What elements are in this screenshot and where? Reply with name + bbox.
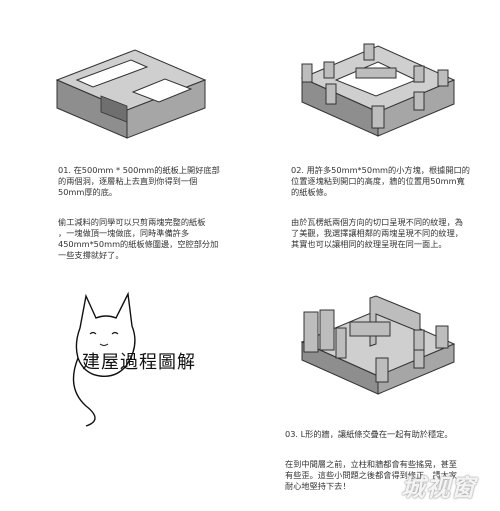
step-2-note: 由於瓦楞紙兩個方向的切口呈現不同的紋理，為 了美觀，我選擇讓相鄰的兩塊呈現不同的… (291, 217, 463, 249)
posts-illustration (300, 43, 456, 137)
step-3-paragraph: 03. L形的牆，讓紙條交疊在一起有助於穩定。 (285, 429, 453, 439)
page-title: 建屋過程圖解 (82, 352, 196, 373)
step-1-text: 01. 在500mm * 500mm的紙板上開好底部 的兩個洞，逐層粘上去直到你… (58, 154, 248, 280)
base-slab-illustration (55, 49, 207, 139)
step-1-note: 偷工減料的同學可以只剪兩塊完整的紙板 ，一塊做頂一塊做底，同時準備許多 450m… (58, 217, 219, 260)
step-2-text: 02. 用許多50mm*50mm的小方塊，根據開口的 位置逐塊粘到開口的高度，牆… (291, 154, 491, 269)
watermark: 城视窗 (401, 474, 476, 502)
cat-icon (72, 291, 136, 427)
step-3-text: 03. L形的牆，讓紙條交疊在一起有助於穩定。 在到中間層之前，立柱和牆都會有些… (285, 418, 490, 511)
step-3-note: 在到中間層之前，立柱和牆都會有些搖晃，甚至 有些歪。這些小問題之後都會得到修正，… (285, 459, 457, 491)
step-1-paragraph: 01. 在500mm * 500mm的紙板上開好底部 的兩個洞，逐層粘上去直到你… (58, 165, 220, 197)
step-2-paragraph: 02. 用許多50mm*50mm的小方塊，根據開口的 位置逐塊粘到開口的高度，牆… (291, 165, 470, 197)
l-walls-illustration (300, 295, 456, 395)
